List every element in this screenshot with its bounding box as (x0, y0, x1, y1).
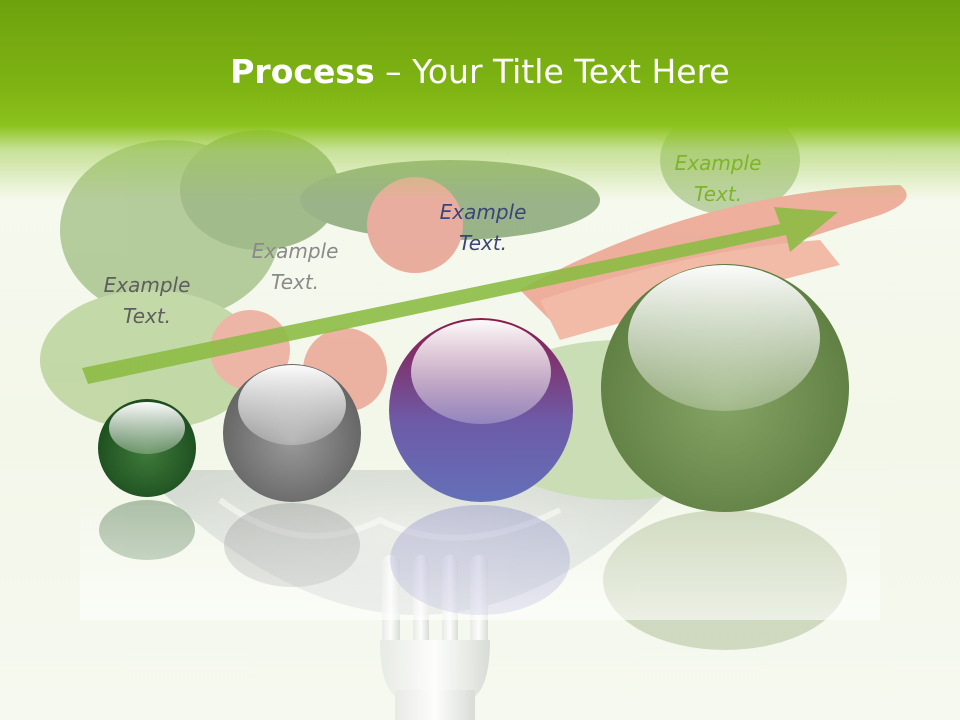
step-4-line2: Text. (693, 182, 743, 206)
sphere-4-icon (601, 264, 849, 512)
title-rest: – Your Title Text Here (374, 52, 730, 91)
growth-arrow-icon (82, 207, 838, 384)
step-3-label: Example Text. (433, 197, 533, 259)
step-1-line1: Example (103, 273, 191, 297)
sphere-2-icon (223, 364, 361, 502)
sphere-1-icon (98, 399, 196, 497)
step-2-line2: Text. (270, 270, 320, 294)
step-4-label: Example Text. (668, 148, 768, 210)
step-3-line2: Text. (458, 231, 508, 255)
step-3-line1: Example (439, 200, 527, 224)
step-2-label: Example Text. (245, 236, 345, 298)
header-banner (0, 0, 960, 200)
step-2-line1: Example (251, 239, 339, 263)
title-bold: Process (230, 52, 375, 91)
step-1-label: Example Text. (97, 270, 197, 332)
sphere-3-icon (389, 318, 573, 502)
step-1-line2: Text. (122, 304, 172, 328)
step-4-line1: Example (674, 151, 762, 175)
slide-title: Process – Your Title Text Here (0, 52, 960, 91)
